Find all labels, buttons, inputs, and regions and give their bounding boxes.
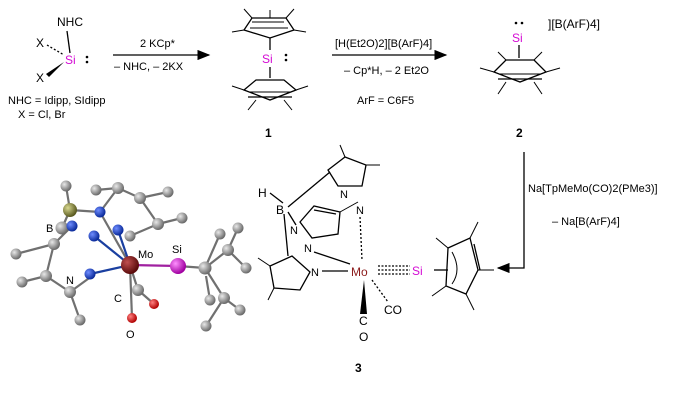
lone-pair-dot [514, 21, 518, 25]
mo-n-hashed-bond [359, 216, 363, 261]
step3-arrow [496, 152, 525, 274]
methyl [283, 99, 293, 111]
compound2-counterion: ][B(ArF)4] [548, 17, 600, 31]
compound3-number: 3 [355, 361, 362, 375]
xray-b-label: B [46, 223, 53, 235]
step1-reagent: 2 KCp* [140, 38, 176, 50]
step3-arrow-group: Na[TpMeMo(CO)2(PMe3)] – Na[B(ArF)4] [496, 152, 658, 274]
methyl [435, 237, 449, 249]
step3-byproduct: – Na[B(ArF)4] [552, 216, 620, 228]
methyl [295, 85, 309, 91]
compound1-number: 1 [265, 126, 272, 140]
compound3-co-right-label: CO [384, 303, 402, 317]
pyrazole-front [269, 255, 311, 291]
compound1-structure: Si 1 [231, 8, 309, 140]
xray-structure: B N Mo Si C O [10, 180, 252, 341]
lone-pair-dot [85, 60, 89, 64]
methyl [267, 287, 275, 301]
methyl [243, 8, 253, 19]
step1-arrow-group: 2 KCp* – NHC, – 2KX [113, 38, 211, 73]
step1-byproduct: – NHC, – 2KX [114, 61, 184, 73]
methyl [231, 29, 245, 33]
compound2-structure: Si ][B(ArF)4] 2 [479, 17, 600, 140]
pyrazole-front-edge [313, 209, 337, 215]
step2-arrow-group: [H(Et2O)2][B(ArF)4] – Cp*H, – 2 Et2O ArF… [332, 38, 448, 107]
si-x-wedge-bond [46, 62, 64, 77]
n-atom: N [304, 243, 312, 255]
lone-pair-dot [520, 21, 524, 25]
n-atom: N [356, 205, 364, 217]
xray-n-label: N [66, 275, 74, 287]
compound3-mo-label: Mo [351, 265, 368, 279]
methyl [533, 51, 543, 61]
methyl [533, 81, 543, 95]
methyl [247, 99, 257, 111]
xray-mo-label: Mo [138, 249, 153, 261]
b-h-bond [269, 192, 284, 204]
reactant-legend-x: X = Cl, Br [18, 109, 66, 121]
n-atom: N [290, 225, 298, 237]
step3-reagent: Na[TpMeMo(CO)2(PMe3)] [528, 183, 658, 195]
pyrazole-back [327, 156, 367, 187]
cp-ring [492, 59, 548, 83]
b-n-bond [287, 171, 331, 208]
step2-note: ArF = C6F5 [357, 95, 414, 107]
compound3-b-label: B [276, 203, 284, 217]
lone-pair-dot [284, 53, 288, 57]
reactant-x-top-label: X [36, 36, 44, 50]
compound3-h-label: H [258, 186, 267, 200]
lone-pair-dot [284, 58, 288, 62]
xray-o-label: O [126, 329, 135, 341]
compound3-co-o-label: O [359, 330, 368, 344]
reactant-structure: NHC X X Si NHC = Idipp, SIdipp X = Cl, B… [8, 15, 106, 121]
compound1-si-label: Si [262, 52, 273, 66]
methyl [339, 201, 359, 213]
cp-ring-tilted [445, 237, 479, 295]
step2-reagent: [H(Et2O)2][B(ArF)4] [335, 38, 432, 50]
compound3-structure: H B N N N N N Mo Si C O [257, 144, 494, 375]
compound3-co-c-label: C [359, 314, 368, 328]
reactant-x-bottom-label: X [36, 71, 44, 85]
reactant-si-label: Si [65, 53, 76, 67]
xray-atoms [10, 180, 252, 332]
methyl [293, 29, 307, 33]
mo-co-hashed-bond [371, 279, 389, 303]
si-nhc-bond [66, 30, 71, 54]
methyl [497, 51, 507, 61]
xray-si-label: Si [172, 244, 182, 256]
b-n-bond [287, 211, 297, 226]
cp-ring-top [242, 17, 296, 39]
methyl [479, 67, 495, 73]
reactant-legend-nhc: NHC = Idipp, SIdipp [8, 95, 106, 107]
mo-n-bond [313, 251, 351, 265]
n-atom: N [311, 267, 319, 279]
si-x-hashed-bond [46, 44, 65, 56]
methyl [465, 293, 475, 311]
methyl [257, 257, 271, 267]
cp-aromatic-arc [451, 251, 458, 285]
b-n-bond [283, 213, 289, 257]
cp-ring-bottom [242, 79, 298, 101]
compound2-si-label: Si [512, 31, 523, 45]
compound2-number: 2 [516, 126, 523, 140]
methyl [285, 8, 295, 19]
xray-c-label: C [114, 293, 122, 305]
methyl [469, 221, 479, 239]
compound3-si-label: Si [412, 264, 423, 278]
n-atom: N [340, 189, 348, 201]
methyl [497, 81, 507, 95]
pyrazole-middle [299, 205, 341, 239]
methyl [431, 285, 447, 297]
methyl [545, 67, 561, 73]
reactant-nhc-label: NHC [57, 15, 83, 29]
cp-front-edge [473, 243, 481, 271]
methyl [231, 85, 245, 91]
methyl [339, 144, 346, 158]
mo-co-wedge [360, 280, 367, 314]
step2-byproduct: – Cp*H, – 2 Et2O [344, 65, 429, 77]
lone-pair-dot [85, 55, 89, 59]
